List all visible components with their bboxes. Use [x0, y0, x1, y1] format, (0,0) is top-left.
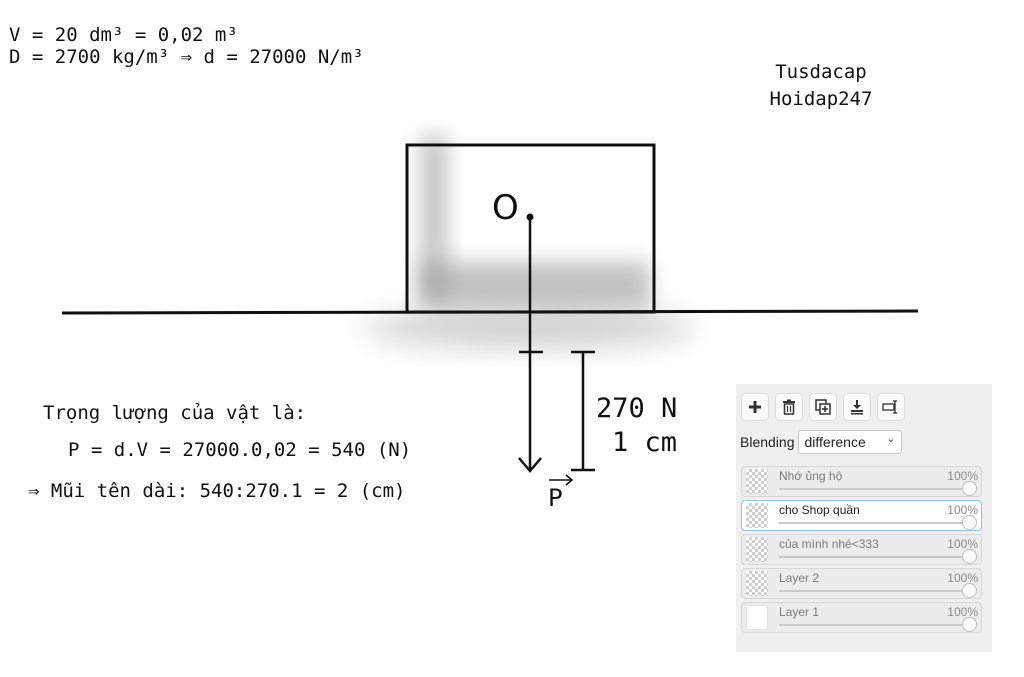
center-label: O: [492, 188, 519, 228]
plus-icon: [749, 401, 761, 413]
layers-toolbar: [741, 393, 905, 421]
blending-row: Blending difference ⌄: [740, 430, 902, 454]
vector-overline-head: [565, 474, 574, 486]
layer-name: Layer 1: [779, 605, 820, 619]
layer-opacity: 100%: [947, 605, 978, 619]
credit-line-2: Hoidap247: [769, 88, 873, 110]
opacity-slider-track[interactable]: [779, 590, 969, 592]
scale-length-label: 1 cm: [612, 427, 678, 458]
layer-opacity: 100%: [947, 571, 978, 585]
layer-thumbnail: [746, 605, 768, 630]
merge-down-icon: [851, 400, 863, 415]
force-label: P: [548, 484, 563, 512]
blending-select[interactable]: difference ⌄: [797, 430, 902, 454]
opacity-slider-handle[interactable]: [962, 583, 977, 598]
layer-row[interactable]: của mình nhé<333 100%: [741, 534, 982, 565]
layer-opacity: 100%: [947, 537, 978, 551]
add-layer-button[interactable]: [741, 393, 769, 421]
layers-panel: Blending difference ⌄ Nhớ ủng hộ 100% ch…: [736, 384, 992, 652]
layer-name: Nhớ ủng hộ: [779, 469, 843, 483]
layer-thumbnail: [746, 503, 768, 528]
opacity-slider-track[interactable]: [779, 624, 969, 626]
layer-list: Nhớ ủng hộ 100% cho Shop quần 100% của m…: [741, 466, 982, 636]
blending-label: Blending: [740, 434, 795, 450]
opacity-slider-handle[interactable]: [962, 515, 977, 530]
blending-value: difference: [804, 434, 866, 450]
solution-line-1: Trọng lượng của vật là:: [43, 402, 307, 424]
layer-name: Layer 2: [779, 571, 820, 585]
opacity-slider-handle[interactable]: [962, 549, 977, 564]
given-density: D = 2700 kg/m³ ⇒ d = 27000 N/m³: [9, 46, 364, 68]
layer-properties-button[interactable]: [877, 393, 905, 421]
opacity-slider-track[interactable]: [779, 522, 969, 524]
layer-properties-icon: [882, 400, 897, 414]
duplicate-layer-button[interactable]: [809, 393, 837, 421]
layer-row[interactable]: Layer 2 100%: [741, 568, 982, 599]
layer-thumbnail: [746, 537, 768, 562]
layer-row[interactable]: Layer 1 100%: [741, 602, 982, 633]
chevron-down-icon: ⌄: [886, 433, 896, 445]
opacity-slider-track[interactable]: [779, 556, 969, 558]
layer-row-selected[interactable]: cho Shop quần 100%: [741, 500, 982, 531]
layer-row[interactable]: Nhớ ủng hộ 100%: [741, 466, 982, 497]
merge-down-button[interactable]: [843, 393, 871, 421]
credit-line-1: Tusdacap: [775, 61, 867, 83]
opacity-slider-handle[interactable]: [962, 617, 977, 632]
layer-name: cho Shop quần: [779, 503, 860, 517]
weight-arrowhead: [518, 457, 542, 473]
layer-opacity: 100%: [947, 469, 978, 483]
layer-opacity: 100%: [947, 503, 978, 517]
solution-line-3: ⇒ Mũi tên dài: 540:270.1 = 2 (cm): [28, 480, 406, 502]
duplicate-icon: [815, 399, 831, 415]
trash-icon: [783, 399, 795, 415]
opacity-slider-track[interactable]: [779, 488, 969, 490]
scale-force-label: 270 N: [596, 393, 678, 424]
layer-thumbnail: [746, 571, 768, 596]
layer-thumbnail: [746, 469, 768, 494]
given-volume: V = 20 dm³ = 0,02 m³: [9, 24, 238, 46]
opacity-slider-handle[interactable]: [962, 481, 977, 496]
delete-layer-button[interactable]: [775, 393, 803, 421]
center-point: [526, 213, 534, 221]
solution-line-2: P = d.V = 27000.0,02 = 540 (N): [68, 439, 412, 461]
layer-name: của mình nhé<333: [779, 537, 879, 551]
